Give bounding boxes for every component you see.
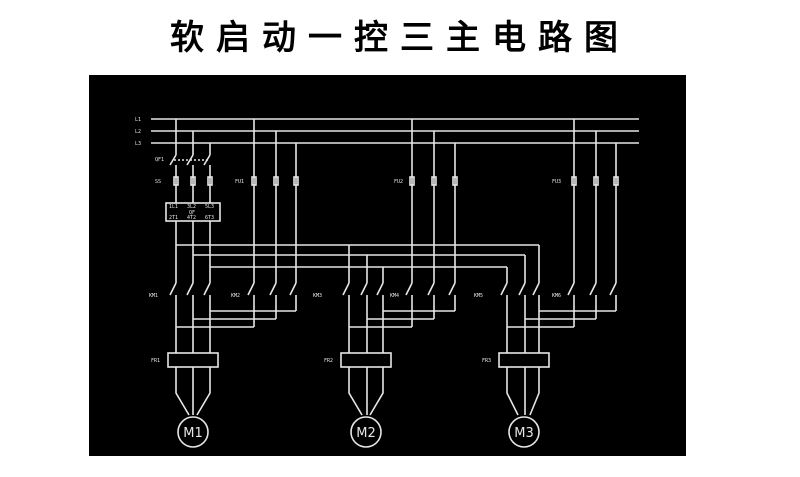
qf-label: QF1: [155, 157, 164, 163]
bus-label-l1: L1: [135, 117, 141, 123]
bypass-branch-1: FU1: [235, 119, 299, 283]
bus-label-l2: L2: [135, 129, 141, 135]
svg-text:FR1: FR1: [151, 358, 160, 364]
motor-m2: M2: [350, 416, 382, 448]
svg-text:M3: M3: [514, 426, 534, 441]
fu3-label: FU3: [552, 179, 561, 185]
svg-text:4T2: 4T2: [187, 215, 196, 221]
fu1-label: FU1: [235, 179, 244, 185]
svg-text:M1: M1: [183, 426, 203, 441]
bypass-branch-2: FU2: [394, 119, 458, 283]
svg-text:KM1: KM1: [149, 293, 158, 299]
motor-m1: M1: [177, 416, 209, 448]
svg-text:3L2: 3L2: [187, 204, 196, 210]
svg-text:M2: M2: [356, 426, 376, 441]
svg-text:1L1: 1L1: [169, 204, 178, 210]
svg-text:KM3: KM3: [313, 293, 322, 299]
bypass-branch-3: FU3: [552, 119, 619, 283]
motor-leads: [175, 367, 540, 416]
svg-text:KM6: KM6: [552, 293, 561, 299]
bus-bars: L1 L2 L3: [135, 117, 639, 147]
circuit-svg: L1 L2 L3 QF1 SS 1L1 3L2 5L3 QF 2T1 4T2 6…: [135, 117, 639, 448]
svg-text:KM5: KM5: [474, 293, 483, 299]
ss-label: SS: [155, 179, 161, 185]
svg-text:KM4: KM4: [390, 293, 399, 299]
svg-text:5L3: 5L3: [205, 204, 214, 210]
soft-starter-branch: QF1 SS 1L1 3L2 5L3 QF 2T1 4T2 6T3: [155, 119, 221, 283]
motor-m3: M3: [508, 416, 540, 448]
svg-text:FR2: FR2: [324, 358, 333, 364]
bus-label-l3: L3: [135, 141, 141, 147]
svg-text:FR3: FR3: [482, 358, 491, 364]
svg-text:2T1: 2T1: [169, 215, 178, 221]
schematic-diagram: L1 L2 L3 QF1 SS 1L1 3L2 5L3 QF 2T1 4T2 6…: [89, 75, 686, 456]
svg-text:QF: QF: [189, 210, 195, 216]
fu2-label: FU2: [394, 179, 403, 185]
contactor-row: KM1 KM2 KM3 KM4 KM5 KM6: [149, 282, 617, 299]
merge-lines: [175, 295, 617, 353]
thermal-relays: FR1 FR2 FR3: [151, 352, 550, 368]
svg-text:6T3: 6T3: [205, 215, 214, 221]
svg-text:KM2: KM2: [231, 293, 240, 299]
page-title: 软启动一控三主电路图: [170, 18, 630, 58]
distribution-lines: [176, 244, 540, 283]
